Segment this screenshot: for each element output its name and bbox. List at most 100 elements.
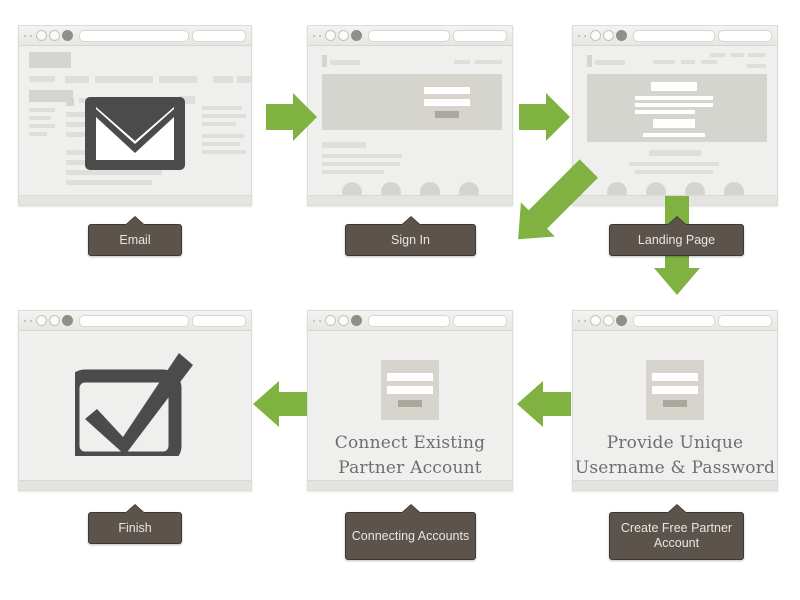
url-bar[interactable] <box>633 314 715 327</box>
username-field[interactable] <box>424 86 470 94</box>
step-label-finish[interactable]: Finish <box>88 505 182 544</box>
step-label-connecting-accounts[interactable]: Connecting Accounts <box>345 505 476 560</box>
refresh-circle-icon[interactable] <box>325 315 336 326</box>
nav-item <box>747 64 766 68</box>
text-line <box>202 142 240 146</box>
nav-item <box>748 53 766 57</box>
step-label-create-free-partner-account[interactable]: Create Free Partner Account <box>609 505 744 560</box>
submit-button[interactable] <box>434 111 460 118</box>
password-field[interactable] <box>424 98 470 106</box>
stop-circle-icon[interactable] <box>49 315 60 326</box>
step-label-email[interactable]: Email <box>88 217 182 256</box>
search-bar[interactable] <box>718 29 772 42</box>
home-circle-icon[interactable] <box>351 30 362 41</box>
search-bar[interactable] <box>453 29 507 42</box>
nav-item <box>730 53 744 57</box>
arrow-connecting-to-finish <box>252 380 308 428</box>
browser-window-sign-in[interactable] <box>307 25 513 206</box>
refresh-circle-icon[interactable] <box>36 315 47 326</box>
home-circle-icon[interactable] <box>62 30 73 41</box>
nav-item <box>29 76 55 82</box>
username-field[interactable] <box>652 373 698 381</box>
back-dot-icon <box>313 34 315 37</box>
step-label-landing-page[interactable]: Landing Page <box>609 217 744 256</box>
page-viewport: Connect Existing Partner Account <box>308 331 512 490</box>
arrow-signin-to-landing <box>519 92 571 142</box>
browser-window-finish[interactable] <box>18 310 252 491</box>
text-line <box>66 132 92 137</box>
url-bar[interactable] <box>79 314 189 327</box>
text-line <box>29 116 51 120</box>
text-line <box>322 170 384 174</box>
password-field[interactable] <box>387 386 433 395</box>
label-notch-icon <box>126 505 144 513</box>
bullet <box>66 98 74 106</box>
nav-item <box>710 53 726 57</box>
home-circle-icon[interactable] <box>616 315 627 326</box>
text-line <box>29 132 47 136</box>
refresh-circle-icon[interactable] <box>590 30 601 41</box>
url-bar[interactable] <box>633 29 715 42</box>
window-caption-line2: Partner Account <box>338 458 482 478</box>
password-field[interactable] <box>652 386 698 395</box>
search-bar[interactable] <box>453 314 507 327</box>
back-dot-icon <box>24 34 26 37</box>
text-line <box>629 162 719 166</box>
stop-circle-icon[interactable] <box>338 30 349 41</box>
home-circle-icon[interactable] <box>351 315 362 326</box>
forward-dot-icon <box>584 319 586 322</box>
label-notch-icon <box>401 505 420 513</box>
search-bar[interactable] <box>718 314 772 327</box>
stop-circle-icon[interactable] <box>338 315 349 326</box>
page-viewport <box>19 331 251 490</box>
hero-headline <box>651 82 697 91</box>
browser-window-connecting-accounts[interactable]: Connect Existing Partner Account <box>307 310 513 491</box>
search-bar[interactable] <box>192 29 246 42</box>
text-line <box>635 170 713 174</box>
url-bar[interactable] <box>368 314 450 327</box>
label-notch-icon <box>126 217 144 225</box>
browser-footer <box>308 480 512 490</box>
step-label-text: Connecting Accounts <box>351 528 470 543</box>
home-circle-icon[interactable] <box>62 315 73 326</box>
stop-circle-icon[interactable] <box>49 30 60 41</box>
browser-window-landing-page[interactable] <box>572 25 778 206</box>
page-viewport: Provide Unique Username & Password <box>573 331 777 490</box>
search-bar[interactable] <box>192 314 246 327</box>
url-bar[interactable] <box>368 29 450 42</box>
username-field[interactable] <box>387 373 433 381</box>
refresh-circle-icon[interactable] <box>325 30 336 41</box>
form-icon <box>381 360 439 420</box>
hero-subline <box>635 103 713 107</box>
back-dot-icon <box>578 319 580 322</box>
hero-subline <box>635 110 695 114</box>
browser-window-email[interactable] <box>18 25 252 206</box>
stop-circle-icon[interactable] <box>603 315 614 326</box>
refresh-circle-icon[interactable] <box>36 30 47 41</box>
logo-mark <box>587 55 592 67</box>
arrow-landing-to-connecting-diagonal <box>505 159 610 285</box>
form-icon <box>646 360 704 420</box>
submit-button[interactable] <box>397 400 423 408</box>
window-caption-line1: Provide Unique <box>606 433 744 453</box>
browser-chrome <box>308 26 512 46</box>
submit-button[interactable] <box>662 400 688 408</box>
stop-circle-icon[interactable] <box>603 30 614 41</box>
envelope-icon <box>85 97 185 170</box>
text-line <box>66 170 162 175</box>
label-notch-icon <box>401 217 420 225</box>
browser-window-create-free-partner-account[interactable]: Provide Unique Username & Password <box>572 310 778 491</box>
section-heading <box>649 150 701 156</box>
hero-subline <box>643 133 705 137</box>
step-label-sign-in[interactable]: Sign In <box>345 217 476 256</box>
browser-footer <box>19 480 251 490</box>
forward-dot-icon <box>319 319 321 322</box>
nav-item <box>95 76 153 83</box>
label-notch-icon <box>667 505 686 513</box>
text-line <box>202 134 244 138</box>
refresh-circle-icon[interactable] <box>590 315 601 326</box>
url-bar[interactable] <box>79 29 189 42</box>
hero-cta-button[interactable] <box>653 119 695 128</box>
browser-chrome <box>308 311 512 331</box>
home-circle-icon[interactable] <box>616 30 627 41</box>
